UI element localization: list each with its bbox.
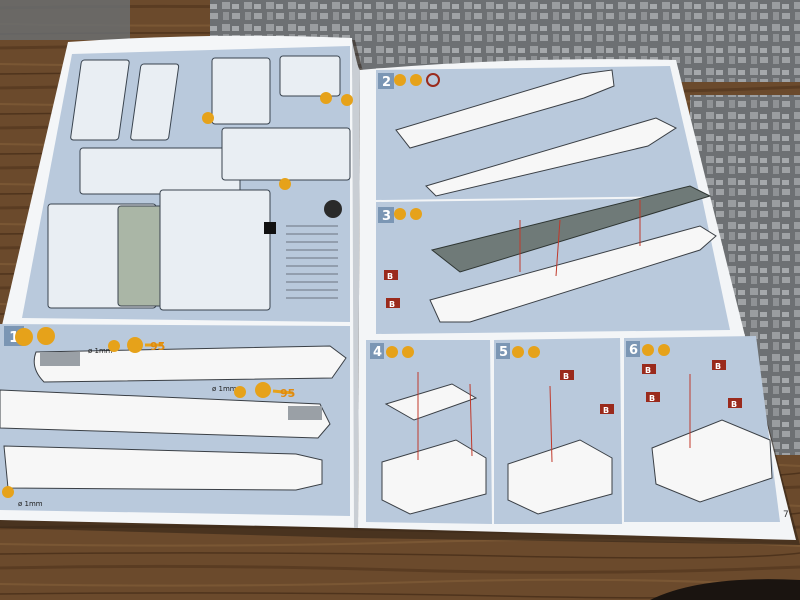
svg-text:B: B xyxy=(645,366,651,375)
dark-cable xyxy=(650,579,800,600)
hull-section-step-6 xyxy=(651,419,773,503)
step-4-icon-1 xyxy=(386,346,398,358)
diameter-label-a: ø 1mm xyxy=(88,347,113,355)
step-3-icon-2 xyxy=(410,208,422,220)
callout-circle-a xyxy=(127,337,143,353)
callout-circle-b xyxy=(255,382,271,398)
hull-half-step-2-lower xyxy=(425,117,678,197)
step-5-tags: B B xyxy=(560,370,614,415)
svg-text:B: B xyxy=(731,400,737,409)
step-6-icon-1 xyxy=(642,344,654,356)
svg-text:B: B xyxy=(387,272,393,281)
step-4-label: 4 xyxy=(373,345,382,360)
drill-icon-bottom xyxy=(2,486,14,498)
sprue-diagrams xyxy=(47,55,351,311)
svg-text:B: B xyxy=(603,406,609,415)
gear-diagram xyxy=(324,200,342,218)
drill-icon-b xyxy=(234,386,246,398)
hull-vent-middle xyxy=(288,406,322,420)
red-guide-arrows xyxy=(417,200,691,463)
step-2-label: 2 xyxy=(382,75,391,90)
step-2-icon-2 xyxy=(410,74,422,86)
step-6-icon-2 xyxy=(658,344,670,356)
step-5-icon-1 xyxy=(512,346,524,358)
step-3-tags: B B xyxy=(384,270,400,309)
step-2-icon-1 xyxy=(394,74,406,86)
step-3-label: 3 xyxy=(382,209,391,224)
hull-assembled-step-3 xyxy=(429,225,717,323)
step-5-icon-2 xyxy=(528,346,540,358)
step-2-icon-3 xyxy=(426,73,440,87)
svg-text:B: B xyxy=(389,300,395,309)
step-2-panel xyxy=(376,66,700,200)
svg-text:B: B xyxy=(715,362,721,371)
step-6-tags: B B B B xyxy=(642,360,742,409)
glue-icon xyxy=(15,328,33,346)
callout-number-b: 95 xyxy=(280,387,295,400)
svg-text:B: B xyxy=(649,394,655,403)
paint-icon xyxy=(37,327,55,345)
step-3-badge xyxy=(378,207,394,223)
drill-icon-a xyxy=(108,340,120,352)
callout-number-a: 95 xyxy=(150,340,165,353)
hull-side-middle xyxy=(0,389,331,439)
step-2-badge xyxy=(378,73,394,89)
hull-vent-upper xyxy=(40,352,80,366)
deck-part-step-4 xyxy=(384,383,478,421)
hull-side-upper xyxy=(33,345,347,383)
parts-list-lines xyxy=(286,225,338,299)
step-6-badge xyxy=(626,341,640,357)
small-black-square xyxy=(264,222,276,234)
diameter-label-bottom: ø 1mm xyxy=(18,500,43,508)
step-4-badge xyxy=(370,343,384,359)
hull-section-step-4 xyxy=(381,439,487,515)
orange-circles xyxy=(202,92,353,190)
sprue-frame-left xyxy=(0,0,130,40)
page-number: 7 xyxy=(783,510,789,520)
booklet-spine xyxy=(352,40,360,528)
step-1-label: 1 xyxy=(9,328,19,346)
step-5-label: 5 xyxy=(499,345,508,360)
step-6-label: 6 xyxy=(629,343,638,358)
callout-arrow-b xyxy=(272,389,294,395)
step-4-icon-2 xyxy=(402,346,414,358)
svg-text:B: B xyxy=(563,372,569,381)
step-5-badge xyxy=(496,343,510,359)
hull-half-step-2 xyxy=(395,69,615,149)
diameter-label-b: ø 1mm xyxy=(212,385,237,393)
hull-section-step-5 xyxy=(507,439,613,515)
step-3-icon-1 xyxy=(394,208,406,220)
